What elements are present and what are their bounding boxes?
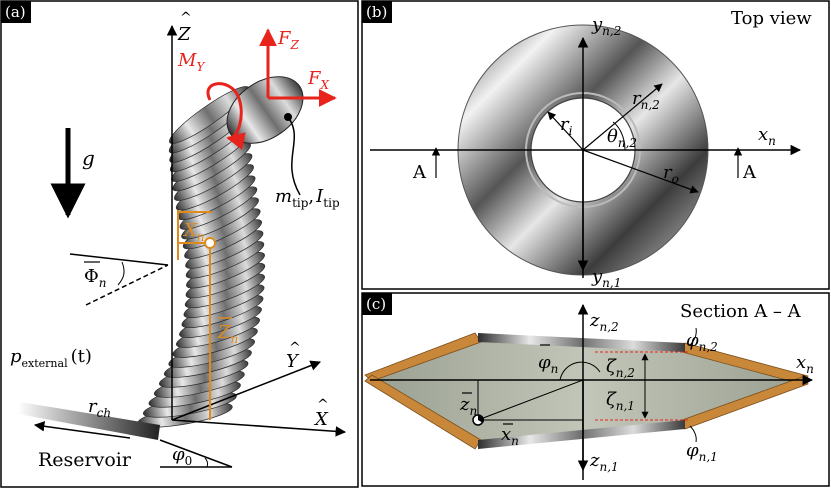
- zn2-label: zn,2: [589, 310, 619, 334]
- phi0-line-a: [159, 439, 233, 468]
- tip-inertia-label: mtip,Itip: [275, 186, 340, 210]
- zeta1-label: ζn,1: [606, 389, 635, 413]
- rch-label: rch: [88, 396, 111, 420]
- panel-b-tag: (b): [366, 3, 387, 21]
- zn-label: Zn: [217, 322, 238, 346]
- zn1-label: zn,1: [589, 450, 619, 474]
- panel-b-title: Top view: [731, 8, 812, 29]
- z-axis-hat: ^: [180, 10, 192, 26]
- reservoir-arrow: [33, 421, 131, 439]
- section-label-right: A: [742, 162, 757, 183]
- section-label-left: A: [412, 162, 427, 183]
- xn-label-b: xn: [758, 124, 776, 148]
- phi-big-label: Φn: [84, 266, 107, 290]
- phi-arc: [117, 261, 125, 286]
- zeta2-label: ζn,2: [606, 356, 635, 380]
- centroid-ray: [477, 379, 584, 421]
- xn-label-c: xn: [796, 352, 814, 376]
- phi0-arc: [204, 457, 209, 468]
- rn2-arrow: [582, 83, 663, 151]
- panel-b: (b) Top view yn,2 yn,1 xn ri ro rn,2 θn,…: [361, 0, 830, 290]
- y-axis-hat: ^: [289, 340, 301, 356]
- panel-c: (c) Section A – A zn,2 zn,1 xn φn zn xn: [361, 292, 830, 487]
- x-bar-label: xn: [501, 424, 519, 448]
- centroid-fill: [478, 414, 485, 423]
- phi1-arc: [689, 425, 697, 443]
- panel-c-tag-bg: [362, 293, 392, 315]
- theta-arc: [612, 121, 626, 151]
- z-axis-label: Z: [177, 24, 191, 45]
- bellows-actuator: [137, 86, 266, 428]
- panel-b-tag-bg: [362, 1, 392, 23]
- gravity-label: g: [82, 146, 95, 170]
- phi-bar-arc: [559, 361, 601, 381]
- phi-ref-line: [69, 253, 169, 266]
- phi2-label: φn,2: [686, 330, 718, 354]
- phi-bar-label: φn: [538, 352, 558, 376]
- force-x-label: FX: [307, 68, 330, 92]
- ri-arrow: [547, 111, 584, 151]
- pressure-label: pexternal(t): [10, 346, 92, 370]
- ro-label: ro: [663, 162, 679, 186]
- centroid-point: [204, 237, 216, 249]
- phi1-label: φn,1: [686, 440, 718, 464]
- moment-arrow: [206, 82, 246, 150]
- plate-lower: [478, 420, 685, 449]
- force-z-label: FZ: [277, 28, 300, 52]
- yn1-label: yn,1: [591, 266, 621, 290]
- panel-c-title: Section A – A: [680, 301, 802, 322]
- phi0-label: φ0: [172, 444, 192, 468]
- x-axis-line: [171, 419, 347, 437]
- x-axis-label: X: [313, 409, 329, 430]
- panel-c-tag: (c): [366, 295, 386, 313]
- x-axis-hat: ^: [317, 397, 329, 413]
- z-bar-label: zn: [459, 394, 477, 418]
- theta-label: θn,2: [607, 126, 637, 150]
- y-axis-line: [171, 360, 321, 421]
- tip-leader-line: [287, 116, 301, 196]
- phi-dashed-line: [85, 264, 169, 306]
- panel-a-tag: (a): [5, 3, 26, 21]
- panel-a-tag-bg: [1, 1, 31, 23]
- reservoir-label: Reservoir: [38, 449, 132, 471]
- xn-label: Xn: [182, 220, 205, 244]
- phi2-arc: [689, 327, 697, 346]
- inlet-tube: [18, 402, 160, 440]
- plate-upper: [478, 333, 685, 352]
- moment-label: MY: [177, 50, 205, 74]
- ri-label: ri: [560, 114, 573, 138]
- yn2-label: yn,2: [591, 14, 621, 38]
- panel-a: (a) Z ^ X ^ Y ^ MY FZ FX mtip,Itip g: [0, 0, 359, 488]
- rn2-label: rn,2: [632, 88, 660, 112]
- ro-arrow: [582, 149, 699, 194]
- y-axis-label: Y: [286, 351, 300, 372]
